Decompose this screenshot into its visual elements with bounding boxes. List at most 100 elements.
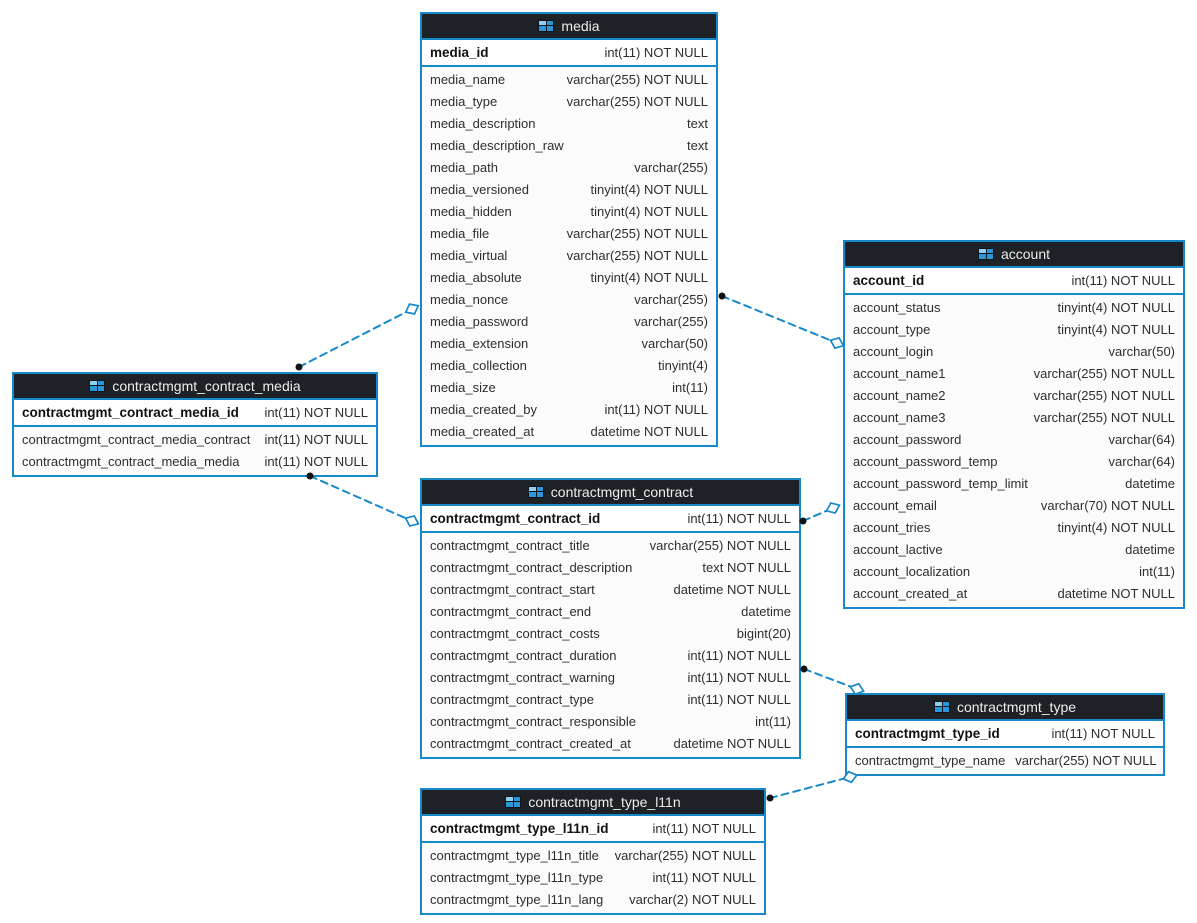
relation-endpoint-dot	[800, 665, 808, 673]
relation-endpoint-diamond	[404, 514, 420, 528]
table-contractmgmt-contract-media-header[interactable]: contractmgmt_contract_media	[14, 374, 376, 400]
column-row[interactable]: contractmgmt_contract_end datetime	[430, 604, 791, 619]
table-contractmgmt-type-l11n-columns: contractmgmt_type_l11n_title varchar(255…	[422, 843, 764, 913]
pk-row[interactable]: account_id int(11) NOT NULL	[853, 273, 1175, 288]
column-row[interactable]: account_type tinyint(4) NOT NULL	[853, 322, 1175, 337]
table-contractmgmt-type-l11n-pk: contractmgmt_type_l11n_id int(11) NOT NU…	[422, 816, 764, 843]
relation-endpoint-diamond	[404, 303, 420, 315]
column-row[interactable]: account_name2 varchar(255) NOT NULL	[853, 388, 1175, 403]
column-row[interactable]: media_extension varchar(50)	[430, 336, 708, 351]
table-contractmgmt-contract-pk: contractmgmt_contract_id int(11) NOT NUL…	[422, 506, 799, 533]
table-title: contractmgmt_type_l11n	[528, 794, 681, 810]
column-row[interactable]: contractmgmt_contract_description text N…	[430, 560, 791, 575]
column-row[interactable]: media_password varchar(255)	[430, 314, 708, 329]
table-icon	[933, 701, 950, 713]
table-contractmgmt-contract-media[interactable]: contractmgmt_contract_media contractmgmt…	[12, 372, 378, 477]
column-row[interactable]: contractmgmt_contract_title varchar(255)…	[430, 538, 791, 553]
column-row[interactable]: account_password_temp_limit datetime	[853, 476, 1175, 491]
table-media[interactable]: media media_id int(11) NOT NULL media_na…	[420, 12, 718, 447]
column-row[interactable]: media_created_at datetime NOT NULL	[430, 424, 708, 439]
table-account[interactable]: account account_id int(11) NOT NULL acco…	[843, 240, 1185, 609]
column-row[interactable]: media_versioned tinyint(4) NOT NULL	[430, 182, 708, 197]
relation-endpoint-dot	[766, 794, 774, 802]
column-row[interactable]: media_size int(11)	[430, 380, 708, 395]
column-row[interactable]: contractmgmt_contract_start datetime NOT…	[430, 582, 791, 597]
column-row[interactable]: contractmgmt_contract_costs bigint(20)	[430, 626, 791, 641]
table-contractmgmt-type-columns: contractmgmt_type_name varchar(255) NOT …	[847, 748, 1163, 774]
column-row[interactable]: media_nonce varchar(255)	[430, 292, 708, 307]
table-contractmgmt-contract-media-columns: contractmgmt_contract_media_contract int…	[14, 427, 376, 475]
table-media-pk: media_id int(11) NOT NULL	[422, 40, 716, 67]
relation-media-to-account	[718, 292, 845, 350]
table-media-header[interactable]: media	[422, 14, 716, 40]
column-row[interactable]: media_description_raw text	[430, 138, 708, 153]
column-row[interactable]: media_description text	[430, 116, 708, 131]
table-icon	[89, 380, 106, 392]
column-row[interactable]: account_created_at datetime NOT NULL	[853, 586, 1175, 601]
column-row[interactable]: media_file varchar(255) NOT NULL	[430, 226, 708, 241]
column-row[interactable]: contractmgmt_type_l11n_type int(11) NOT …	[430, 870, 756, 885]
relation-contract-media-to-media	[295, 303, 420, 371]
column-row[interactable]: contractmgmt_contract_created_at datetim…	[430, 736, 791, 751]
column-row[interactable]: account_lactive datetime	[853, 542, 1175, 557]
table-contractmgmt-contract[interactable]: contractmgmt_contract contractmgmt_contr…	[420, 478, 801, 759]
column-row[interactable]: contractmgmt_contract_responsible int(11…	[430, 714, 791, 729]
table-contractmgmt-type-l11n-header[interactable]: contractmgmt_type_l11n	[422, 790, 764, 816]
table-title: account	[1000, 246, 1051, 262]
column-row[interactable]: contractmgmt_contract_duration int(11) N…	[430, 648, 791, 663]
table-account-header[interactable]: account	[845, 242, 1183, 268]
column-row[interactable]: account_login varchar(50)	[853, 344, 1175, 359]
table-icon	[527, 486, 544, 498]
column-row[interactable]: media_created_by int(11) NOT NULL	[430, 402, 708, 417]
table-title: contractmgmt_type	[956, 699, 1077, 715]
relation-contract-to-account	[799, 501, 841, 525]
column-row[interactable]: account_status tinyint(4) NOT NULL	[853, 300, 1175, 315]
table-contractmgmt-type[interactable]: contractmgmt_type contractmgmt_type_id i…	[845, 693, 1165, 776]
pk-row[interactable]: contractmgmt_type_id int(11) NOT NULL	[855, 726, 1155, 741]
table-title: contractmgmt_contract_media	[112, 378, 301, 394]
relation-contract-to-type	[800, 665, 865, 696]
relation-endpoint-dot	[718, 292, 726, 300]
table-icon	[538, 20, 555, 32]
table-icon	[977, 248, 994, 260]
column-row[interactable]: media_path varchar(255)	[430, 160, 708, 175]
table-account-pk: account_id int(11) NOT NULL	[845, 268, 1183, 295]
column-row[interactable]: account_name3 varchar(255) NOT NULL	[853, 410, 1175, 425]
column-row[interactable]: account_password_temp varchar(64)	[853, 454, 1175, 469]
table-contractmgmt-type-l11n[interactable]: contractmgmt_type_l11n contractmgmt_type…	[420, 788, 766, 915]
column-row[interactable]: contractmgmt_contract_type int(11) NOT N…	[430, 692, 791, 707]
relation-endpoint-diamond	[825, 501, 841, 515]
pk-row[interactable]: contractmgmt_contract_id int(11) NOT NUL…	[430, 511, 791, 526]
column-row[interactable]: account_tries tinyint(4) NOT NULL	[853, 520, 1175, 535]
table-title: contractmgmt_contract	[550, 484, 694, 500]
column-row[interactable]: contractmgmt_type_l11n_title varchar(255…	[430, 848, 756, 863]
column-row[interactable]: contractmgmt_type_l11n_lang varchar(2) N…	[430, 892, 756, 907]
column-row[interactable]: media_collection tinyint(4)	[430, 358, 708, 373]
table-contractmgmt-type-pk: contractmgmt_type_id int(11) NOT NULL	[847, 721, 1163, 748]
column-row[interactable]: media_absolute tinyint(4) NOT NULL	[430, 270, 708, 285]
column-row[interactable]: contractmgmt_contract_warning int(11) NO…	[430, 670, 791, 685]
relation-endpoint-dot	[295, 363, 303, 371]
column-row[interactable]: account_password varchar(64)	[853, 432, 1175, 447]
table-contractmgmt-type-header[interactable]: contractmgmt_type	[847, 695, 1163, 721]
table-contractmgmt-contract-header[interactable]: contractmgmt_contract	[422, 480, 799, 506]
pk-row[interactable]: contractmgmt_type_l11n_id int(11) NOT NU…	[430, 821, 756, 836]
column-row[interactable]: contractmgmt_contract_media_contract int…	[22, 432, 368, 447]
column-row[interactable]: media_name varchar(255) NOT NULL	[430, 72, 708, 87]
column-row[interactable]: account_localization int(11)	[853, 564, 1175, 579]
table-icon	[505, 796, 522, 808]
relation-contract-media-to-contract	[306, 472, 420, 528]
table-account-columns: account_status tinyint(4) NOT NULL accou…	[845, 295, 1183, 607]
column-row[interactable]: contractmgmt_type_name varchar(255) NOT …	[855, 753, 1157, 768]
column-row[interactable]: media_type varchar(255) NOT NULL	[430, 94, 708, 109]
column-row[interactable]: media_virtual varchar(255) NOT NULL	[430, 248, 708, 263]
column-row[interactable]: account_name1 varchar(255) NOT NULL	[853, 366, 1175, 381]
column-row[interactable]: media_hidden tinyint(4) NOT NULL	[430, 204, 708, 219]
table-contractmgmt-contract-columns: contractmgmt_contract_title varchar(255)…	[422, 533, 799, 757]
pk-row[interactable]: media_id int(11) NOT NULL	[430, 45, 708, 60]
pk-row[interactable]: contractmgmt_contract_media_id int(11) N…	[22, 405, 368, 420]
column-row[interactable]: account_email varchar(70) NOT NULL	[853, 498, 1175, 513]
table-contractmgmt-contract-media-pk: contractmgmt_contract_media_id int(11) N…	[14, 400, 376, 427]
column-row[interactable]: contractmgmt_contract_media_media int(11…	[22, 454, 368, 469]
